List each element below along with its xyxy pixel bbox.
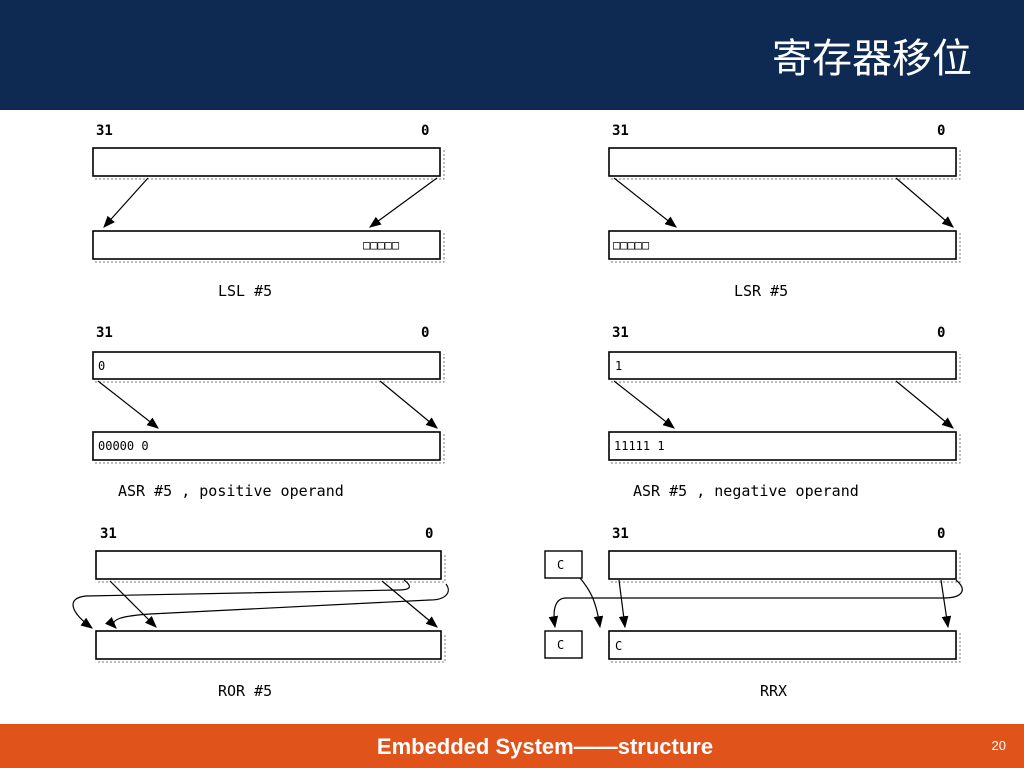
asr-neg-result-shadow bbox=[611, 434, 961, 464]
header-bar bbox=[0, 0, 1024, 110]
rrx-carry-out-box bbox=[544, 630, 583, 659]
ror-arrow-left bbox=[109, 580, 157, 628]
rrx-carry-out-label: C bbox=[557, 638, 564, 652]
ror-bit-31-label: 31 bbox=[100, 526, 117, 542]
rrx-carry-in-box bbox=[544, 550, 583, 579]
lsl-caption: LSL #5 bbox=[218, 282, 272, 300]
register-shift-diagrams: 31 0 □□□□□ LSL #5 31 0 □□□□□ LSR #5 31 0… bbox=[72, 123, 963, 700]
rrx-carry-in-label: C bbox=[557, 558, 564, 572]
rrx-source-shadow bbox=[611, 553, 961, 583]
page-number: 20 bbox=[991, 738, 1006, 753]
rrx-source-register bbox=[608, 550, 957, 580]
asr-pos-arrow-left bbox=[97, 380, 159, 429]
asr-pos-arrow-right bbox=[379, 380, 438, 429]
rrx-result-register bbox=[608, 630, 957, 660]
lsr-source-shadow bbox=[611, 150, 961, 180]
asr-pos-fill-bits: 00000 0 bbox=[98, 439, 149, 453]
rrx-result-shadow bbox=[611, 633, 961, 663]
asr-neg-source-register bbox=[608, 351, 957, 380]
asr-pos-result-register bbox=[92, 431, 441, 461]
ror-wrap-arrow-outer bbox=[72, 579, 410, 629]
ror-wrap-arrow-inner bbox=[104, 583, 449, 629]
lsl-diagram: 31 0 □□□□□ LSL #5 bbox=[92, 123, 445, 300]
asr-neg-arrow-right bbox=[895, 380, 954, 429]
asr-neg-bit-0-label: 0 bbox=[937, 325, 945, 341]
lsr-arrow-left bbox=[613, 177, 677, 228]
asr-pos-bit-31-label: 31 bbox=[96, 325, 113, 341]
lsl-source-register bbox=[92, 147, 441, 177]
lsl-arrow-right bbox=[369, 177, 438, 228]
lsr-arrow-right bbox=[895, 177, 954, 228]
lsr-result-register bbox=[608, 230, 957, 260]
lsr-diagram: 31 0 □□□□□ LSR #5 bbox=[608, 123, 961, 300]
lsr-bit-31-label: 31 bbox=[612, 123, 629, 139]
ror-caption: ROR #5 bbox=[218, 682, 272, 700]
rrx-caption: RRX bbox=[760, 682, 787, 700]
lsl-result-register bbox=[92, 230, 441, 260]
lsr-source-register bbox=[608, 147, 957, 177]
ror-result-register bbox=[95, 630, 442, 660]
lsl-bit-31-label: 31 bbox=[96, 123, 113, 139]
rrx-arrow-right bbox=[940, 579, 952, 629]
asr-neg-source-shadow bbox=[611, 354, 961, 383]
asr-neg-bit-31-label: 31 bbox=[612, 325, 629, 341]
lsr-result-shadow bbox=[611, 233, 961, 263]
ror-bit-0-label: 0 bbox=[425, 526, 433, 542]
asr-pos-source-register bbox=[92, 351, 441, 380]
rrx-result-carry-bit: C bbox=[615, 639, 622, 653]
lsr-fill-bits: □□□□□ bbox=[613, 238, 649, 252]
asr-positive-diagram: 31 0 0 00000 0 ASR #5 , positive operand bbox=[92, 325, 445, 500]
lsr-caption: LSR #5 bbox=[734, 282, 788, 300]
asr-neg-fill-bits: 11111 1 bbox=[614, 439, 665, 453]
rrx-bit-0-label: 0 bbox=[937, 526, 945, 542]
lsr-bit-0-label: 0 bbox=[937, 123, 945, 139]
rrx-diagram: 31 0 C C C RRX bbox=[544, 526, 963, 700]
asr-pos-caption: ASR #5 , positive operand bbox=[118, 482, 344, 500]
lsl-result-shadow bbox=[95, 233, 445, 263]
footer-bar bbox=[0, 724, 1024, 768]
ror-diagram: 31 0 ROR #5 bbox=[72, 526, 449, 700]
footer-title: Embedded System——structure bbox=[376, 734, 714, 759]
lsl-arrow-left bbox=[103, 177, 149, 228]
asr-neg-arrow-left bbox=[613, 380, 675, 429]
page-title: 寄存器移位 bbox=[772, 36, 972, 82]
ror-arrow-right bbox=[381, 580, 438, 628]
asr-neg-caption: ASR #5 , negative operand bbox=[633, 482, 859, 500]
asr-neg-sign-bit: 1 bbox=[615, 359, 622, 373]
rrx-carry-to-bit31-arrow bbox=[579, 577, 604, 629]
rrx-bit0-to-carry-arrow bbox=[548, 579, 963, 629]
lsl-fill-bits: □□□□□ bbox=[363, 238, 399, 252]
lsl-bit-0-label: 0 bbox=[421, 123, 429, 139]
asr-pos-bit-0-label: 0 bbox=[421, 325, 429, 341]
rrx-arrow-left bbox=[618, 579, 629, 629]
asr-pos-sign-bit: 0 bbox=[98, 359, 105, 373]
rrx-bit-31-label: 31 bbox=[612, 526, 629, 542]
ror-source-register bbox=[95, 550, 442, 580]
asr-neg-result-register bbox=[608, 431, 957, 461]
asr-pos-source-shadow bbox=[95, 354, 445, 383]
lsl-source-shadow bbox=[95, 150, 445, 180]
asr-pos-result-shadow bbox=[95, 434, 445, 464]
asr-negative-diagram: 31 0 1 11111 1 ASR #5 , negative operand bbox=[608, 325, 961, 500]
